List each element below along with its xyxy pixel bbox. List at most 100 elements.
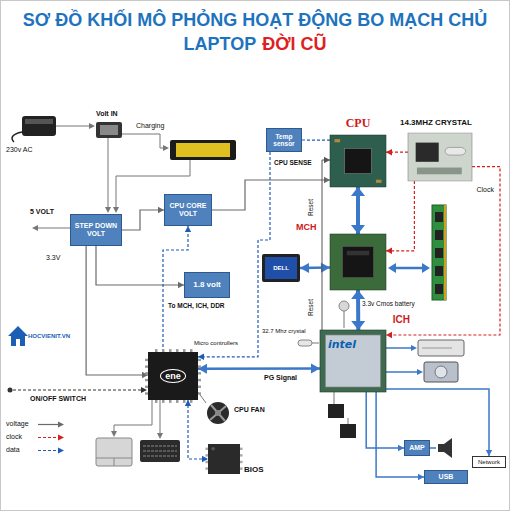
- connector-line: [122, 210, 164, 230]
- text-label: To MCH, ICH, DDR: [168, 302, 225, 309]
- arrow-head: [185, 226, 191, 232]
- chip-part: [376, 180, 382, 183]
- bus-arrow: [388, 263, 396, 273]
- connector-line: [366, 392, 404, 448]
- connector: [86, 246, 148, 378]
- sata-wire: [386, 371, 419, 373]
- chip-body: [148, 352, 198, 400]
- connector: [351, 187, 365, 234]
- speaker-cone: [444, 438, 452, 458]
- arrow-head: [311, 364, 320, 374]
- node-text: Temp sensor: [269, 133, 299, 148]
- connector-line: [188, 400, 208, 459]
- chip-die: [342, 246, 373, 277]
- text-label: 3.3V: [46, 254, 60, 262]
- wire-arrow: [89, 123, 95, 129]
- power-wire: [35, 228, 70, 229]
- chip-drawing: [330, 234, 386, 290]
- bus-arrow: [422, 263, 430, 273]
- arrow-head: [351, 225, 365, 234]
- power-wire: [122, 134, 166, 148]
- ac-adapter: [22, 116, 56, 136]
- chip-body: [208, 444, 240, 474]
- process-box: 1.8 volt: [184, 272, 230, 298]
- clock-board: [408, 133, 472, 181]
- edge-label: PG Signal: [262, 374, 299, 382]
- node-text: intel: [328, 338, 356, 351]
- title-highlight: ĐỜI CŨ: [262, 32, 326, 56]
- arrow-head: [324, 177, 330, 183]
- wire-arrow: [411, 345, 417, 351]
- clock-crystal: [445, 147, 465, 155]
- legend-sample-voltage: [38, 424, 60, 425]
- wire-arrow: [163, 145, 169, 151]
- connector-line: [386, 167, 500, 335]
- connector: [185, 400, 208, 462]
- dvd-drive: [418, 340, 464, 356]
- wire-arrow: [417, 369, 423, 375]
- chip-node: 14.3MHZ CRYSTALClock: [408, 133, 472, 181]
- text-label: HOCVIENIT.VN: [28, 333, 70, 340]
- small-chip: [340, 424, 356, 438]
- text-label: Reset: [307, 199, 314, 216]
- connector: [366, 392, 404, 451]
- node-text: BIOS: [244, 465, 264, 474]
- connector: [376, 392, 424, 480]
- keyboard: [140, 440, 180, 462]
- arrow-head: [198, 364, 207, 374]
- switch-wire: [13, 390, 142, 391]
- connector-line: [96, 246, 184, 285]
- logo-door: [16, 339, 20, 346]
- wire-arrow: [111, 431, 117, 437]
- chip-drawing: [408, 133, 472, 181]
- connector: [96, 246, 184, 288]
- small-chip: [328, 404, 344, 418]
- ram-chip: [435, 248, 443, 258]
- node-text: ene: [160, 369, 186, 383]
- ram-pins: [444, 205, 446, 300]
- chip-node: ICHintel: [320, 330, 386, 392]
- connector: [302, 140, 330, 141]
- connector: [386, 167, 500, 339]
- text-label: 3.3v Cmos battery: [362, 300, 415, 307]
- arrow-head: [142, 372, 148, 378]
- connector-line: [386, 181, 414, 251]
- rtc-crystal: [298, 340, 312, 346]
- hard-disk: [424, 362, 458, 382]
- node-text: ICH: [393, 314, 410, 325]
- connector: [351, 290, 365, 330]
- process-box: AMP: [404, 440, 430, 456]
- sata-wire: [386, 347, 413, 349]
- legend-text: clock: [6, 433, 22, 441]
- dvd-slot: [422, 348, 452, 349]
- ac-adapter-label: [25, 119, 53, 124]
- title-text: SƠ ĐỒ KHỐI MÔ PHỎNG HOẠT ĐỘNG BO MẠCH CH…: [23, 10, 487, 54]
- chip-board: [320, 330, 386, 392]
- hard-disk-platter: [435, 366, 447, 378]
- adapter-cable: [12, 132, 22, 142]
- touchpad-buttons: [96, 458, 132, 466]
- node-text: CPU: [320, 116, 396, 131]
- arrow-head: [351, 290, 365, 299]
- power-wire: [108, 138, 109, 210]
- process-box: STEP DOWN VOLT: [70, 214, 122, 246]
- connector-line: [322, 160, 330, 330]
- node-text: Clock: [476, 186, 494, 193]
- legend-sample-clock: [38, 437, 60, 438]
- chip-drawing: [330, 135, 386, 187]
- ram-chip: [435, 266, 443, 276]
- chip-die: [345, 149, 372, 174]
- connector: [300, 263, 330, 273]
- cmos-battery: [339, 301, 349, 311]
- wire-arrow: [105, 207, 111, 213]
- crystal-wire: [312, 343, 319, 344]
- process-box: DELL: [262, 254, 300, 282]
- wire-arrow: [32, 225, 38, 231]
- chip-node: BIOS: [208, 444, 240, 474]
- connector: [198, 364, 320, 374]
- process-box: CPU CORE VOLT: [164, 194, 212, 226]
